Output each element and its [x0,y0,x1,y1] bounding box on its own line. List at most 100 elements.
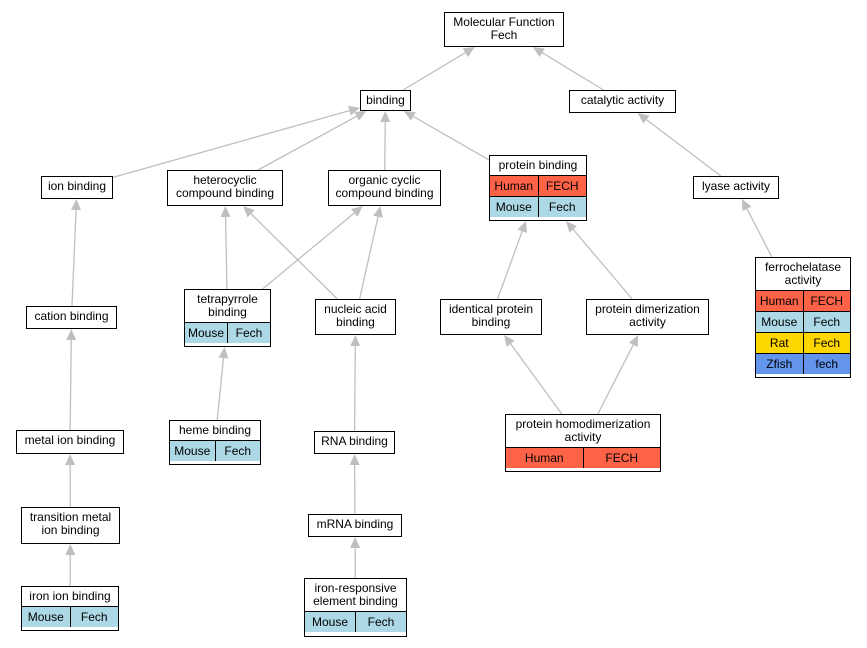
edge-heterocyclic-to-binding [257,115,357,171]
arrowhead-cation_binding-to-ion_binding [71,199,82,211]
gene-cell: FECH [802,290,850,312]
node-label: organic cyclic compound binding [335,173,434,200]
edge-metal_ion-to-cation_binding [69,339,72,431]
gene-cell: Fech [227,322,270,343]
node-label: ion binding [47,179,107,193]
arrowhead-organic_cyclic-to-binding [380,111,391,123]
edge-ion_binding-to-binding [112,110,350,178]
gene-cell: Fech [802,332,850,354]
node-mrna-binding[interactable]: mRNA binding [308,514,402,537]
node-label: protein binding [498,158,578,172]
node-binding[interactable]: binding [360,90,411,111]
arrowhead-protein_binding-to-binding [403,111,416,121]
node-cation-binding[interactable]: cation binding [26,306,117,329]
gene-cell: fech [802,353,850,374]
node-label: protein homodimerization activity [515,417,651,444]
node-catalytic-activity[interactable]: catalytic activity [569,90,676,113]
node-label: metal ion binding [24,433,116,447]
arrowhead-nucleic_acid-to-organic_cyclic [373,206,383,218]
node-transition-metal-ion-binding[interactable]: transition metal ion binding [21,507,120,544]
node-label: iron-responsive element binding [313,581,398,608]
gene-cell: Fech [69,606,118,627]
gene-cell: Fech [355,611,406,632]
node-ion-binding[interactable]: ion binding [41,176,113,199]
node-label: nucleic acid binding [324,302,387,329]
species-cell: Mouse [22,606,70,627]
arrowhead-homodimerization-to-identical_protein [504,335,515,347]
node-heterocyclic-compound-binding[interactable]: heterocyclic compound binding [167,170,283,206]
edge-tetrapyrrole-to-organic_cyclic [262,212,355,290]
arrowhead-nucleic_acid-to-heterocyclic [243,206,255,218]
arrowhead-mrna_binding-to-rna_binding [349,454,360,466]
node-label: cation binding [34,309,109,323]
species-cell: Mouse [185,322,228,343]
gene-cell: Fech [214,440,260,461]
arrowhead-homodimerization-to-dimerization [628,335,639,348]
edge-homodimerization-to-identical_protein [510,343,563,415]
node-nucleic-acid-binding[interactable]: nucleic acid binding [315,299,396,335]
node-label: ferrochelatase activity [764,260,842,287]
arrowhead-metal_ion-to-cation_binding [66,329,77,341]
species-cell: Mouse [305,611,356,632]
node-label: iron ion binding [29,589,111,603]
arrowhead-heme_binding-to-tetrapyrrole [218,347,229,359]
edge-rna_binding-to-nucleic_acid [353,345,356,432]
node-label: protein dimerization activity [595,302,700,329]
arrowhead-catalytic-to-root [532,47,545,57]
edge-lyase-to-catalytic [646,119,722,177]
node-organic-cyclic-compound-binding[interactable]: organic cyclic compound binding [328,170,441,206]
node-molecular-function[interactable]: Molecular Function Fech [444,12,564,47]
node-protein-dimerization-activity[interactable]: protein dimerization activity [586,299,709,335]
edge-homodimerization-to-dimerization [597,344,634,415]
edge-identical_protein-to-protein_binding [496,231,523,300]
edge-organic_cyclic-to-binding [384,121,386,171]
edge-binding-to-root [402,52,466,91]
node-label: mRNA binding [316,517,394,531]
edge-dimerization-to-protein_binding [572,228,633,300]
species-cell: Human [756,290,803,312]
gene-cell: Fech [802,311,850,333]
node-lyase-activity[interactable]: lyase activity [693,176,779,199]
gene-cell: Fech [537,196,586,217]
node-label: transition metal ion binding [29,510,112,537]
node-metal-ion-binding[interactable]: metal ion binding [16,430,124,454]
species-cell: Mouse [170,440,215,461]
node-identical-protein-binding[interactable]: identical protein binding [440,299,542,335]
arrowhead-ire_binding-to-mrna_binding [350,537,361,549]
arrowhead-dimerization-to-protein_binding [566,221,577,233]
edge-heme_binding-to-tetrapyrrole [216,357,225,421]
arrowhead-rna_binding-to-nucleic_acid [350,335,361,347]
node-label: Molecular Function Fech [453,15,555,42]
arrowhead-iron_ion-to-transition_metal [65,544,76,556]
node-rna-binding[interactable]: RNA binding [314,431,395,454]
edge-nucleic_acid-to-heterocyclic [250,213,338,300]
node-label: RNA binding [321,434,388,448]
edge-cation_binding-to-ion_binding [71,209,77,307]
arrowhead-tetrapyrrole-to-heterocyclic [220,206,231,218]
species-cell: Human [490,175,538,197]
node-label: heme binding [178,423,252,437]
edge-ferrochelatase-to-lyase [746,208,773,258]
edge-catalytic-to-root [541,52,604,91]
